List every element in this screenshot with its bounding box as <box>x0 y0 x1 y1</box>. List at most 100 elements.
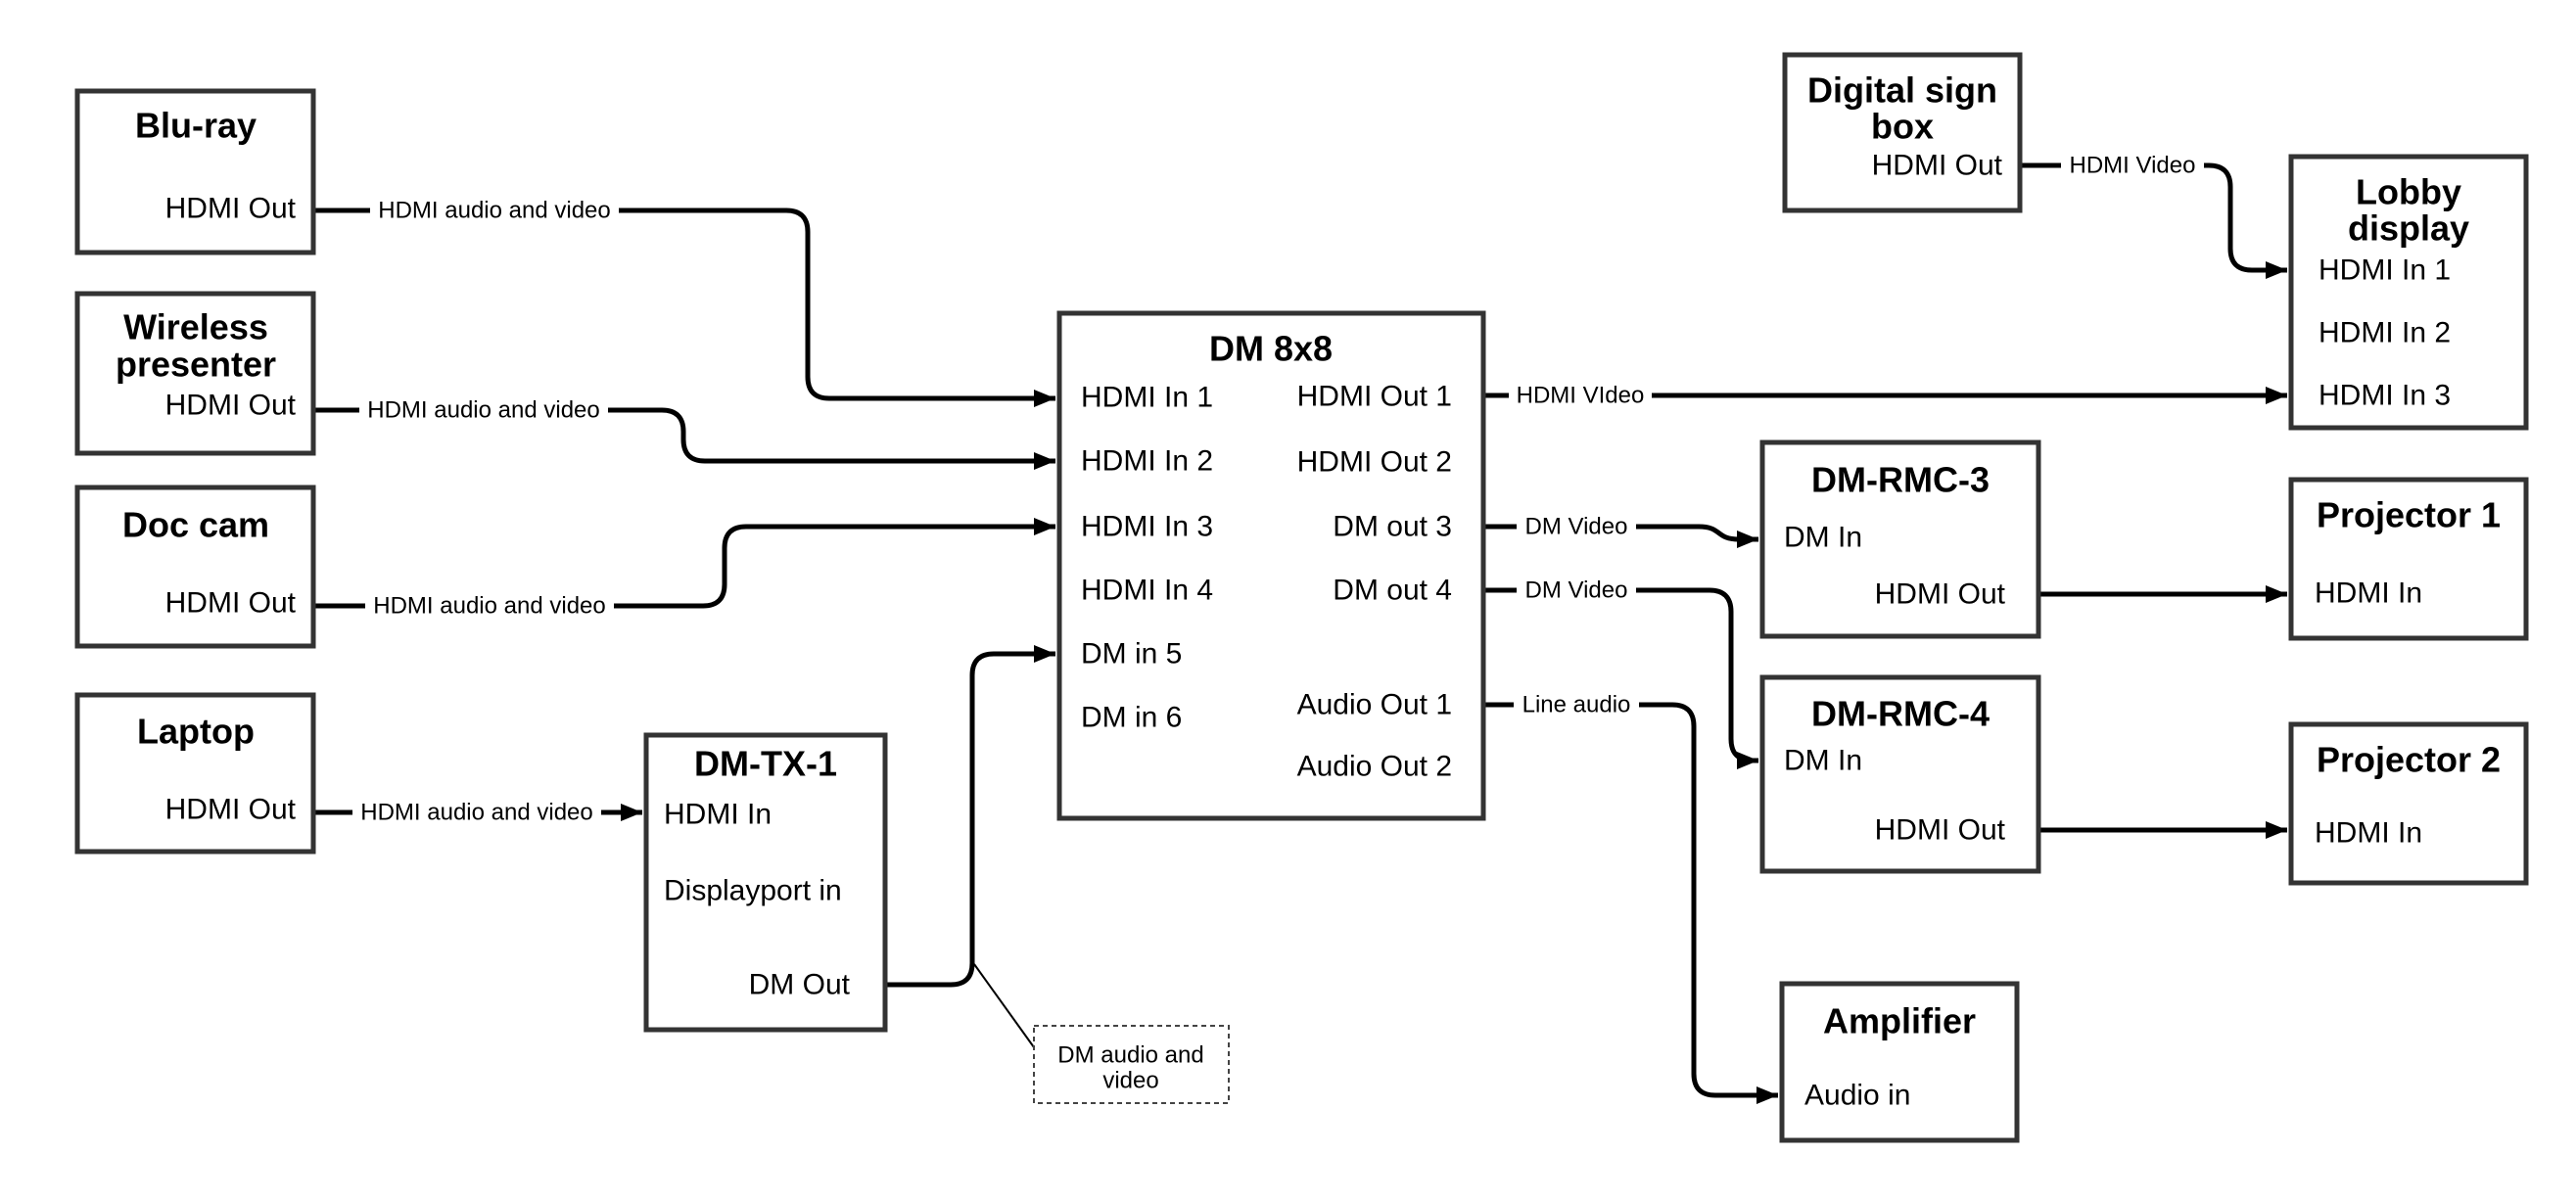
label-bg <box>2061 149 2204 182</box>
projector1-title: Projector 1 <box>2317 495 2501 535</box>
dm8x8-port-dm-in-5: DM in 5 <box>1081 638 1182 670</box>
bluray-port-hdmi-out: HDMI Out <box>165 193 297 225</box>
label-doccam-wire: HDMI audio and video <box>373 593 605 620</box>
lobby-title-line2: display <box>2348 208 2469 249</box>
callout-leader-line <box>973 963 1035 1048</box>
node-wireless-presenter: Wireless presenter HDMI Out <box>74 291 316 456</box>
bluray-title: Blu-ray <box>135 106 257 146</box>
callout-note-box <box>1033 1025 1230 1104</box>
label-bg <box>1517 574 1636 607</box>
lobby-port-hdmi-in-2: HDMI In 2 <box>2318 317 2451 349</box>
dmrmc4-box <box>1759 674 2041 874</box>
projector1-port-hdmi-in: HDMI In <box>2315 577 2422 610</box>
wire-doccam-to-dm8x8-in3 <box>313 518 1055 609</box>
dmtx1-box <box>643 732 888 1033</box>
doccam-title: Doc cam <box>122 505 269 545</box>
wire-wireless-to-dm8x8-in2 <box>313 407 1055 470</box>
lobby-box <box>2288 154 2529 431</box>
dm8x8-port-audio-out-1: Audio Out 1 <box>1297 689 1452 721</box>
dmrmc4-title: DM-RMC-4 <box>1811 694 1990 734</box>
digital-sign-title-line2: box <box>1871 107 1934 147</box>
doccam-box <box>74 485 316 649</box>
laptop-port-hdmi-out: HDMI Out <box>165 794 297 826</box>
wire-dm8x8-out4-to-dmrmc4 <box>1483 587 1758 769</box>
node-projector1: Projector 1 HDMI In <box>2288 477 2529 641</box>
bluray-box <box>74 88 316 255</box>
dm8x8-port-audio-out-2: Audio Out 2 <box>1297 751 1452 783</box>
dm8x8-port-dm-out-4: DM out 4 <box>1333 575 1452 607</box>
dm8x8-port-dm-in-6: DM in 6 <box>1081 702 1182 734</box>
label-bg <box>365 589 614 623</box>
label-dm-out3-wire: DM Video <box>1525 514 1628 540</box>
projector2-port-hdmi-in: HDMI In <box>2315 817 2422 850</box>
dm8x8-port-hdmi-out-1: HDMI Out 1 <box>1297 381 1452 413</box>
dm8x8-port-hdmi-out-2: HDMI Out 2 <box>1297 446 1452 479</box>
projector2-title: Projector 2 <box>2317 740 2501 780</box>
callout-note: DM audio and video <box>1033 1025 1230 1104</box>
node-dm8x8: DM 8x8 HDMI In 1 HDMI In 2 HDMI In 3 HDM… <box>1056 310 1486 821</box>
doccam-port-hdmi-out: HDMI Out <box>165 587 297 620</box>
digital-sign-title-line1: Digital sign <box>1807 70 1997 111</box>
amplifier-box <box>1779 981 2020 1143</box>
node-dmrmc3: DM-RMC-3 DM In HDMI Out <box>1759 439 2041 639</box>
label-dm-out4-wire: DM Video <box>1525 577 1628 604</box>
label-bg <box>1509 379 1652 412</box>
lobby-port-hdmi-in-3: HDMI In 3 <box>2318 380 2451 412</box>
dm8x8-port-hdmi-in-3: HDMI In 3 <box>1081 511 1213 543</box>
projector2-box <box>2288 721 2529 886</box>
node-amplifier: Amplifier Audio in <box>1779 981 2020 1143</box>
dm8x8-port-hdmi-in-2: HDMI In 2 <box>1081 445 1213 478</box>
lobby-port-hdmi-in-1: HDMI In 1 <box>2318 254 2451 287</box>
dmtx1-port-displayport-in: Displayport in <box>664 875 842 907</box>
node-laptop: Laptop HDMI Out <box>74 692 316 855</box>
node-lobby-display: Lobby display HDMI In 1 HDMI In 2 HDMI I… <box>2288 154 2529 431</box>
wireless-box <box>74 291 316 456</box>
label-sign-wire: HDMI Video <box>2070 153 2196 179</box>
wireless-port-hdmi-out: HDMI Out <box>165 390 297 422</box>
dmtx1-title: DM-TX-1 <box>694 744 837 784</box>
dmrmc4-port-dm-in: DM In <box>1784 745 1862 777</box>
wire-bluray-to-dm8x8-in1 <box>313 208 1055 407</box>
digital-sign-port-hdmi-out: HDMI Out <box>1872 150 2003 182</box>
callout-note-line1: DM audio and <box>1057 1042 1203 1069</box>
projector1-box <box>2288 477 2529 641</box>
dm8x8-title: DM 8x8 <box>1209 329 1333 369</box>
amplifier-port-audio-in: Audio in <box>1804 1080 1910 1112</box>
dm8x8-port-hdmi-in-4: HDMI In 4 <box>1081 575 1213 607</box>
wire-labels: HDMI audio and video HDMI audio and vide… <box>352 149 2204 829</box>
label-bg <box>370 194 619 227</box>
label-laptop-wire: HDMI audio and video <box>360 800 592 826</box>
node-dmrmc4: DM-RMC-4 DM In HDMI Out <box>1759 674 2041 874</box>
dmrmc3-port-hdmi-out: HDMI Out <box>1875 578 2006 611</box>
dmrmc3-title: DM-RMC-3 <box>1811 460 1990 500</box>
label-wireless-wire: HDMI audio and video <box>367 397 599 424</box>
label-audio-out1-wire: Line audio <box>1522 692 1631 718</box>
laptop-title: Laptop <box>137 712 255 752</box>
dm8x8-port-hdmi-in-1: HDMI In 1 <box>1081 382 1213 414</box>
label-bg <box>359 393 608 427</box>
amplifier-title: Amplifier <box>1823 1001 1976 1041</box>
wire-digitalsign-to-lobby-in1 <box>2020 162 2287 279</box>
label-bg <box>352 796 601 829</box>
laptop-box <box>74 692 316 855</box>
callout-note-line2: video <box>1102 1068 1158 1094</box>
dmtx1-port-dm-out: DM Out <box>749 969 851 1001</box>
dmrmc4-port-hdmi-out: HDMI Out <box>1875 814 2006 847</box>
dmrmc3-box <box>1759 439 2041 639</box>
node-projector2: Projector 2 HDMI In <box>2288 721 2529 886</box>
wire-dm8x8-out3-to-dmrmc3 <box>1483 524 1758 548</box>
node-bluray: Blu-ray HDMI Out <box>74 88 316 255</box>
dmtx1-port-hdmi-in: HDMI In <box>664 799 772 831</box>
label-bluray-wire: HDMI audio and video <box>378 198 610 224</box>
digital-sign-box <box>1782 52 2023 213</box>
node-digital-sign-box: Digital sign box HDMI Out <box>1782 52 2023 213</box>
label-bg <box>1514 688 1639 721</box>
wireless-title-line1: Wireless <box>123 307 268 347</box>
wire-dmtx1-to-dm8x8-in5 <box>885 645 1055 988</box>
lobby-title-line1: Lobby <box>2356 172 2461 212</box>
dm8x8-port-dm-out-3: DM out 3 <box>1333 511 1452 543</box>
dmrmc3-port-dm-in: DM In <box>1784 522 1862 554</box>
label-bg <box>1517 510 1636 543</box>
